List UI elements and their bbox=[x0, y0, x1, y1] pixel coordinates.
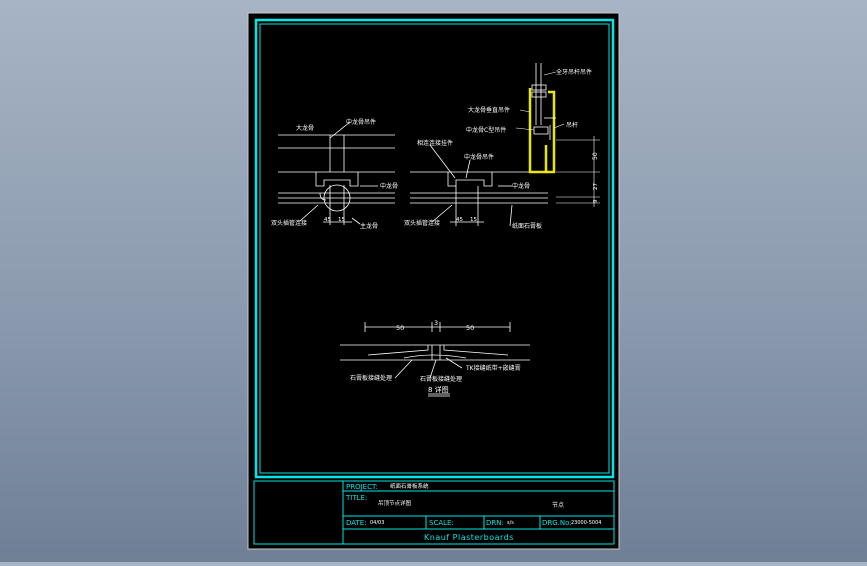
right-label-top: 全牙吊杆吊件 bbox=[556, 68, 592, 76]
bottom-label-left: 石膏板接缝处理 bbox=[350, 374, 392, 382]
detail-left bbox=[278, 121, 395, 225]
sheet bbox=[247, 12, 620, 550]
bottom-label-center: 石膏板接缝处理 bbox=[420, 375, 462, 383]
right-dim-27: 27 bbox=[593, 183, 599, 190]
right-dim-50: 50 bbox=[592, 152, 599, 160]
mid-label-hanger: 中龙骨吊件 bbox=[464, 153, 494, 161]
tb-drgno-label: DRG.No: bbox=[542, 519, 572, 527]
mid-label-clip: 双头插管连接 bbox=[404, 219, 440, 227]
tb-drgno-value: 23000-5004 bbox=[571, 520, 601, 526]
tb-scale-label: SCALE: bbox=[429, 519, 454, 527]
tb-project-label: PROJECT: bbox=[346, 483, 378, 491]
right-label-mid: 大龙骨垂直吊件 bbox=[468, 106, 510, 114]
mid-label-main: 中龙骨 bbox=[512, 182, 530, 190]
left-label-screw: 主龙骨 bbox=[360, 222, 378, 230]
tb-company: Knauf Plasterboards bbox=[424, 533, 514, 542]
title-block bbox=[253, 480, 615, 545]
detail-right bbox=[515, 63, 600, 207]
tb-drn-value: s/s bbox=[507, 520, 514, 526]
bottom-caption: 8 详图 bbox=[428, 385, 449, 394]
left-dim-right: 15 bbox=[338, 217, 345, 223]
detail-bottom bbox=[340, 322, 530, 397]
tb-title-right: 节点 bbox=[552, 501, 564, 509]
mid-label-top: 相连连接挂件 bbox=[417, 139, 453, 147]
left-dim-left: 45 bbox=[324, 217, 331, 223]
right-label-low: 中龙骨C型吊件 bbox=[466, 126, 506, 134]
right-dim-9: 9 bbox=[593, 199, 599, 203]
mid-label-board: 纸面石膏板 bbox=[512, 222, 542, 230]
tb-title-value: 吊顶节点详图 bbox=[378, 499, 412, 507]
right-label-tag: 吊杆 bbox=[566, 121, 578, 129]
tb-date-label: DATE: bbox=[346, 519, 367, 527]
bottom-dim-right: 50 bbox=[466, 324, 474, 332]
tb-date-value: 04/03 bbox=[370, 520, 384, 526]
left-label-hanger: 中龙骨吊件 bbox=[346, 118, 376, 126]
bottom-label-right: TK接缝纸带+嵌缝膏 bbox=[465, 364, 521, 372]
detail-mid bbox=[410, 144, 548, 227]
left-label-clip: 双头插管连接 bbox=[271, 219, 307, 227]
tb-title-label: TITLE: bbox=[345, 494, 367, 502]
bottom-dim-center: 3 bbox=[434, 319, 438, 327]
bottom-dim-left: 50 bbox=[396, 324, 404, 332]
tb-drn-label: DRN: bbox=[486, 519, 504, 527]
tb-project-value: 纸面石膏板系统 bbox=[390, 482, 429, 490]
mid-dim-left: 45 bbox=[456, 217, 463, 223]
left-label-top: 大龙骨 bbox=[296, 124, 314, 132]
mid-dim-right: 15 bbox=[470, 217, 477, 223]
inner-frame bbox=[259, 23, 610, 474]
outer-frame bbox=[254, 18, 615, 479]
left-label-main: 中龙骨 bbox=[380, 182, 398, 190]
